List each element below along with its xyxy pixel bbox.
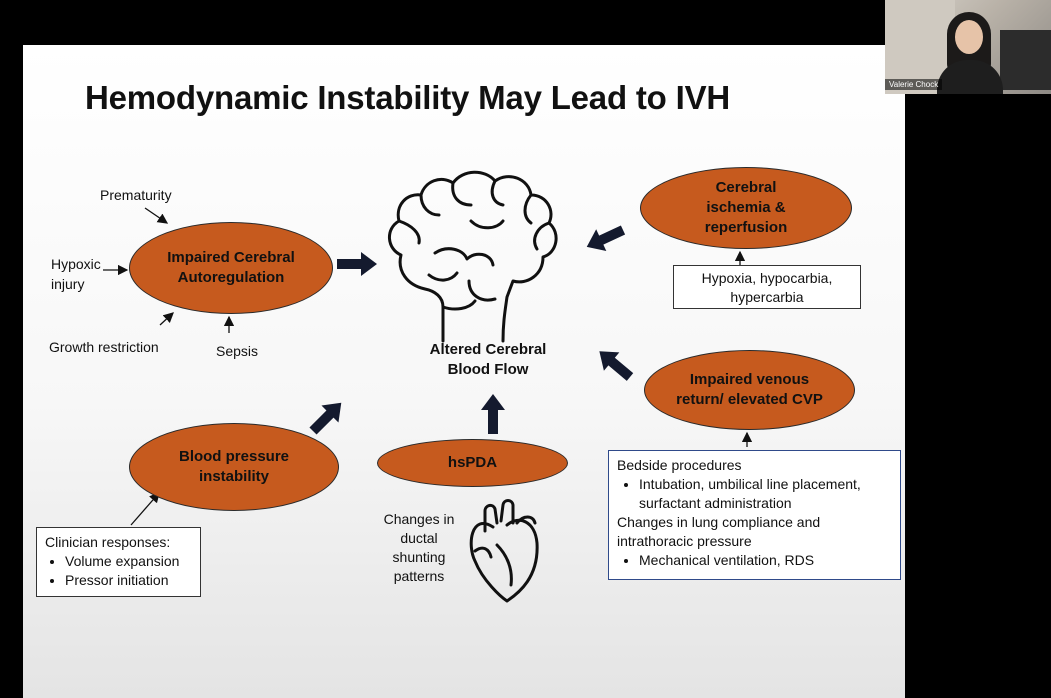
list-item: Volume expansion	[65, 552, 200, 571]
clinician-list: Volume expansion Pressor initiation	[45, 552, 200, 590]
node-impaired-venous-return: Impaired venous return/ elevated CVP	[644, 350, 855, 430]
brain-icon	[388, 170, 558, 343]
clinician-responses-box: Clinician responses: Volume expansion Pr…	[36, 527, 201, 597]
list-item: Pressor initiation	[65, 571, 200, 590]
node-blood-pressure-instability: Blood pressure instability	[129, 423, 339, 511]
list-item: Mechanical ventilation, RDS	[639, 551, 894, 570]
participant-name-label: Valerie Chock	[885, 79, 943, 90]
risk-sepsis: Sepsis	[216, 343, 259, 359]
clinician-heading: Clinician responses:	[45, 534, 171, 550]
presentation-slide: Hemodynamic Instability May Lead to IVH	[23, 45, 905, 698]
node-impaired-autoregulation: Impaired Cerebral Autoregulation	[129, 222, 333, 314]
ischemia-causes-box: Hypoxia, hypocarbia, hypercarbia	[673, 265, 861, 309]
venous-list-1: Intubation, umbilical line placement, su…	[617, 475, 894, 513]
ductal-shunting-note: Changes in ductal shunting patterns	[383, 511, 455, 584]
venous-list-2: Mechanical ventilation, RDS	[617, 551, 894, 570]
node-hspda: hsPDA	[377, 439, 568, 487]
diagram-connectors	[103, 170, 753, 603]
slide-title: Hemodynamic Instability May Lead to IVH	[85, 79, 731, 116]
node-cerebral-ischemia: Cerebral ischemia & reperfusion	[640, 167, 852, 249]
risk-prematurity: Prematurity	[100, 187, 172, 203]
list-item: Intubation, umbilical line placement, su…	[639, 475, 894, 513]
center-label-altered-blood-flow: Altered Cerebral Blood Flow	[429, 341, 547, 378]
video-background-shelf	[1000, 30, 1051, 90]
heart-icon	[469, 499, 539, 603]
venous-subheading: Changes in lung compliance and intrathor…	[617, 514, 821, 549]
risk-growth-restriction: Growth restriction	[49, 339, 159, 355]
venous-causes-box: Bedside procedures Intubation, umbilical…	[608, 450, 901, 580]
venous-heading: Bedside procedures	[617, 457, 742, 473]
risk-hypoxic-injury: Hypoxic injury	[51, 256, 101, 292]
participant-face	[955, 20, 983, 54]
participant-video-tile[interactable]: Valerie Chock	[885, 0, 1051, 94]
